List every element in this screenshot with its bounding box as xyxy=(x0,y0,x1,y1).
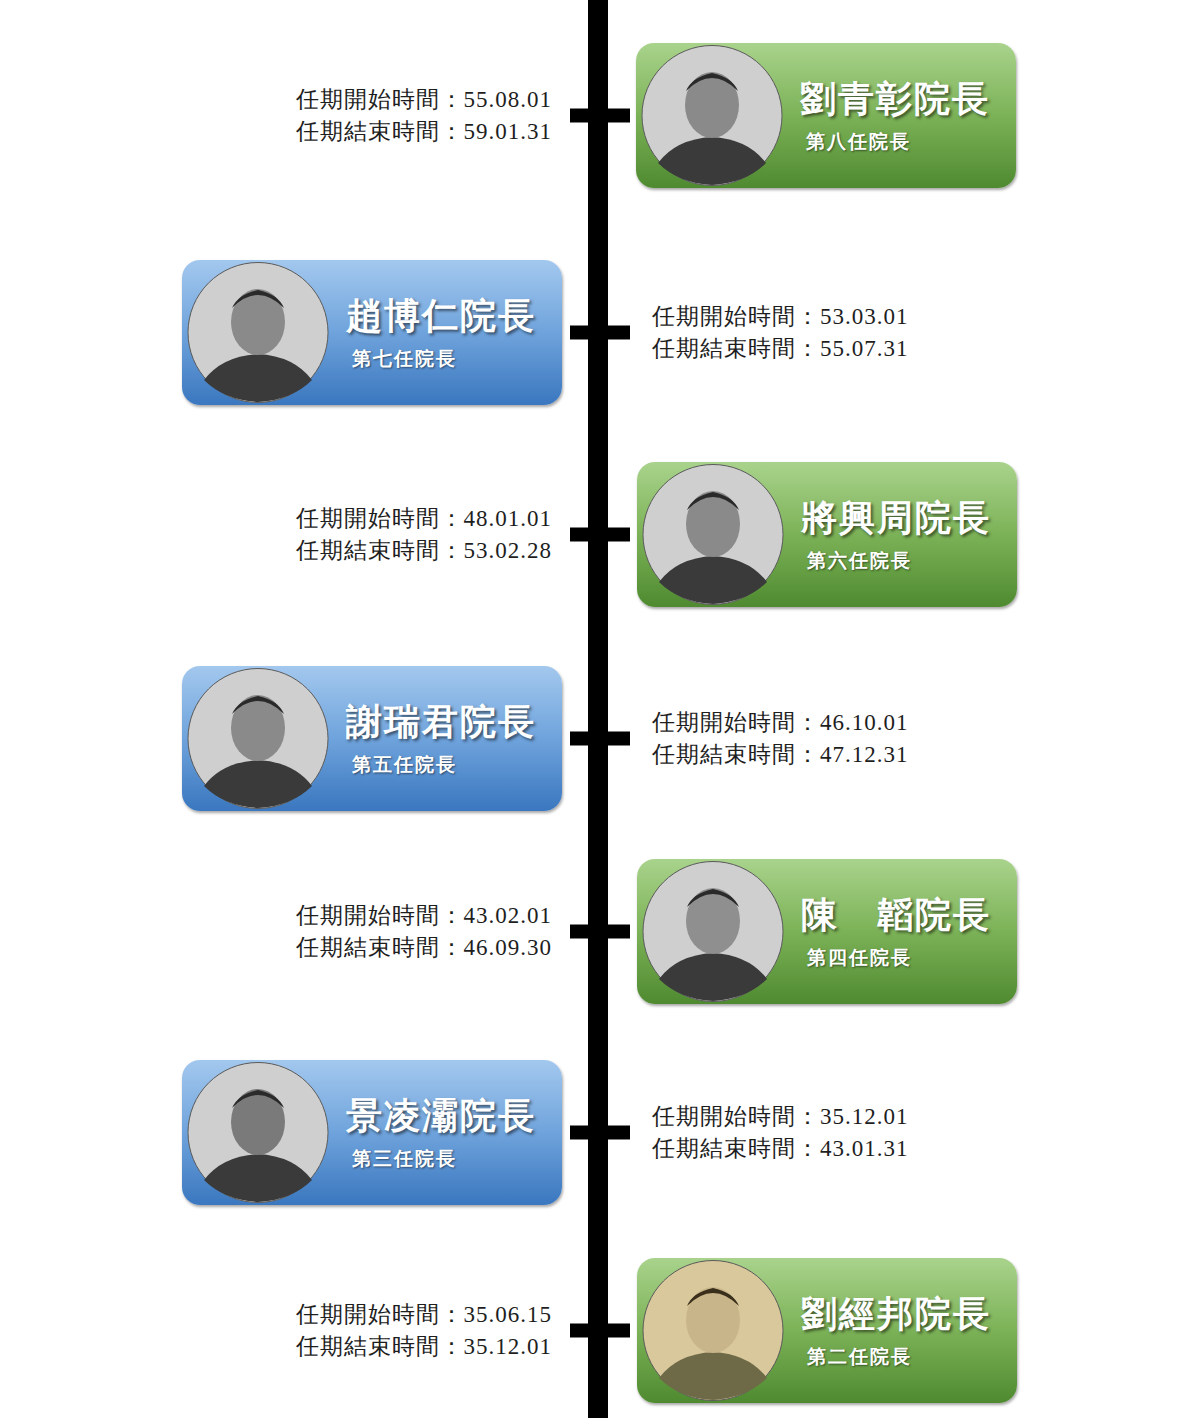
president-name: 劉經邦院長 xyxy=(801,1294,991,1334)
president-name: 陳 韜院長 xyxy=(801,895,991,935)
portrait xyxy=(182,1060,332,1205)
term-number: 第四任院長 xyxy=(807,947,912,968)
term-number: 第六任院長 xyxy=(807,550,912,571)
term-date: 任期結束時間：35.12.01 xyxy=(296,1333,553,1361)
portrait xyxy=(637,1258,787,1403)
president-card: 景凌灞院長第三任院長 xyxy=(182,1060,562,1205)
term-number: 第七任院長 xyxy=(352,348,457,369)
tick-group xyxy=(570,109,630,1338)
term-date: 任期結束時間：47.12.31 xyxy=(652,741,909,769)
president-name: 將興周院長 xyxy=(801,498,991,538)
president-card: 謝瑞君院長第五任院長 xyxy=(182,666,562,811)
tick-mark xyxy=(570,925,630,939)
portrait xyxy=(637,462,787,607)
president-card: 將興周院長第六任院長 xyxy=(637,462,1017,607)
tick-mark xyxy=(570,528,630,542)
term-date: 任期開始時間：46.10.01 xyxy=(652,709,909,737)
term-date: 任期結束時間：46.09.30 xyxy=(296,934,553,962)
term-date: 任期結束時間：55.07.31 xyxy=(652,335,909,363)
term-number: 第八任院長 xyxy=(806,131,911,152)
term-date: 任期開始時間：35.12.01 xyxy=(652,1103,909,1131)
term-date: 任期開始時間：35.06.15 xyxy=(296,1301,553,1329)
term-number: 第二任院長 xyxy=(807,1346,912,1367)
axis-line xyxy=(588,0,608,1418)
president-card: 劉經邦院長第二任院長 xyxy=(637,1258,1017,1403)
term-date: 任期開始時間：43.02.01 xyxy=(296,902,553,930)
term-date: 任期結束時間：59.01.31 xyxy=(296,118,553,146)
president-card: 陳 韜院長第四任院長 xyxy=(637,859,1017,1004)
tick-mark xyxy=(570,1324,630,1338)
term-date: 任期結束時間：53.02.28 xyxy=(296,537,553,565)
portrait xyxy=(182,260,332,405)
president-card: 劉青彰院長第八任院長 xyxy=(636,43,1016,188)
portrait xyxy=(636,43,786,188)
tick-mark xyxy=(570,326,630,340)
tick-mark xyxy=(570,1126,630,1140)
term-date: 任期開始時間：53.03.01 xyxy=(652,303,909,331)
tick-mark xyxy=(570,732,630,746)
president-card: 趙博仁院長第七任院長 xyxy=(182,260,562,405)
president-name: 劉青彰院長 xyxy=(800,79,990,119)
term-date: 任期結束時間：43.01.31 xyxy=(652,1135,909,1163)
portrait xyxy=(637,859,787,1004)
term-date: 任期開始時間：55.08.01 xyxy=(296,86,553,114)
tick-mark xyxy=(570,109,630,123)
president-name: 景凌灞院長 xyxy=(346,1096,536,1136)
president-name: 謝瑞君院長 xyxy=(346,702,536,742)
portrait xyxy=(182,666,332,811)
term-number: 第三任院長 xyxy=(352,1148,457,1169)
term-date: 任期開始時間：48.01.01 xyxy=(296,505,553,533)
term-number: 第五任院長 xyxy=(352,754,457,775)
president-name: 趙博仁院長 xyxy=(346,296,536,336)
